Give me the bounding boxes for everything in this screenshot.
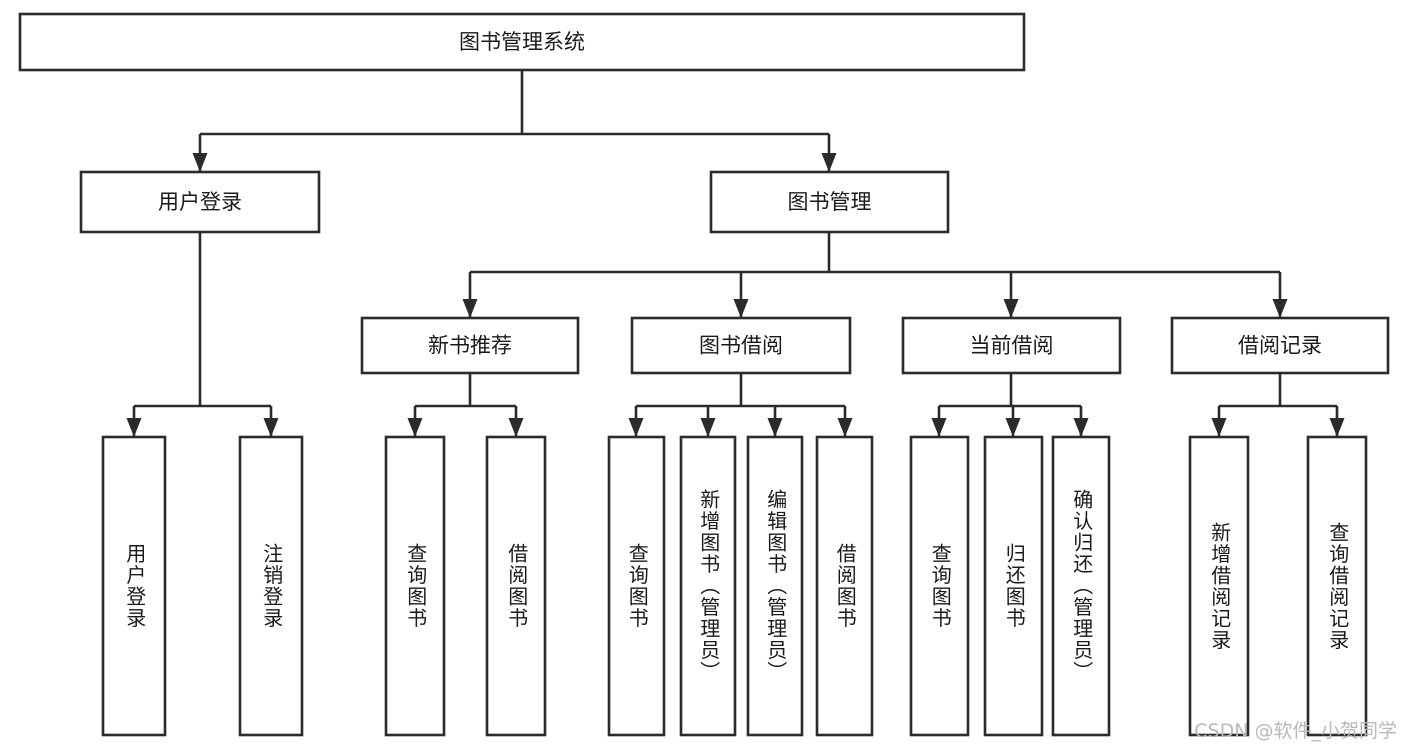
arrow-head-icon xyxy=(628,418,644,437)
arrow-head-icon xyxy=(1003,299,1019,318)
node-box-root[interactable] xyxy=(18,12,1026,72)
arrow-head-icon xyxy=(462,299,478,318)
node-box-leaf-return-book[interactable] xyxy=(983,435,1044,737)
node-box-leaf-logout[interactable] xyxy=(238,435,304,737)
arrow-head-icon xyxy=(1329,418,1345,437)
node-box-leaf-add-book[interactable] xyxy=(679,435,737,737)
arrow-head-icon xyxy=(192,153,208,172)
arrow-head-icon xyxy=(508,418,524,437)
node-box-leaf-query-book-rec[interactable] xyxy=(384,435,446,737)
arrow-head-icon xyxy=(700,418,716,437)
node-label-current-borrow: 当前借阅 xyxy=(970,334,1054,358)
node-label-new-book-rec: 新书推荐 xyxy=(428,334,512,358)
node-box-book-manage[interactable] xyxy=(709,170,950,234)
node-label-book-manage: 图书管理 xyxy=(788,190,872,214)
node-box-leaf-add-record[interactable] xyxy=(1188,435,1250,737)
arrow-head-icon xyxy=(1073,418,1089,437)
arrow-head-icon xyxy=(1272,299,1288,318)
node-boxes-layer xyxy=(18,12,1390,737)
arrow-head-icon xyxy=(1211,418,1227,437)
arrow-head-icon xyxy=(837,418,853,437)
node-box-leaf-borrow-book-rec[interactable] xyxy=(485,435,547,737)
arrow-head-icon xyxy=(126,418,142,437)
node-box-new-book-rec[interactable] xyxy=(360,316,580,375)
node-box-leaf-user-login[interactable] xyxy=(101,435,167,737)
node-box-leaf-edit-book[interactable] xyxy=(746,435,804,737)
node-box-leaf-borrow-book-bw[interactable] xyxy=(815,435,874,737)
arrow-head-icon xyxy=(733,299,749,318)
arrow-head-icon xyxy=(263,418,279,437)
node-box-leaf-query-book-bw[interactable] xyxy=(607,435,666,737)
node-box-leaf-confirm-return[interactable] xyxy=(1051,435,1111,737)
node-label-borrow-record: 借阅记录 xyxy=(1238,334,1322,358)
arrow-head-icon xyxy=(407,418,423,437)
node-label-book-borrow: 图书借阅 xyxy=(699,334,783,358)
node-box-borrow-record[interactable] xyxy=(1170,316,1390,375)
node-box-current-borrow[interactable] xyxy=(901,316,1122,375)
connectors-layer xyxy=(126,70,1345,437)
node-label-root: 图书管理系统 xyxy=(459,30,585,54)
arrow-head-icon xyxy=(821,153,837,172)
node-box-book-borrow[interactable] xyxy=(630,316,852,375)
node-box-user-login[interactable] xyxy=(79,170,321,234)
node-box-leaf-query-record[interactable] xyxy=(1306,435,1368,737)
node-label-user-login: 用户登录 xyxy=(158,190,242,214)
node-box-leaf-query-book-cur[interactable] xyxy=(909,435,970,737)
arrow-head-icon xyxy=(931,418,947,437)
arrow-head-icon xyxy=(1005,418,1021,437)
arrow-head-icon xyxy=(767,418,783,437)
